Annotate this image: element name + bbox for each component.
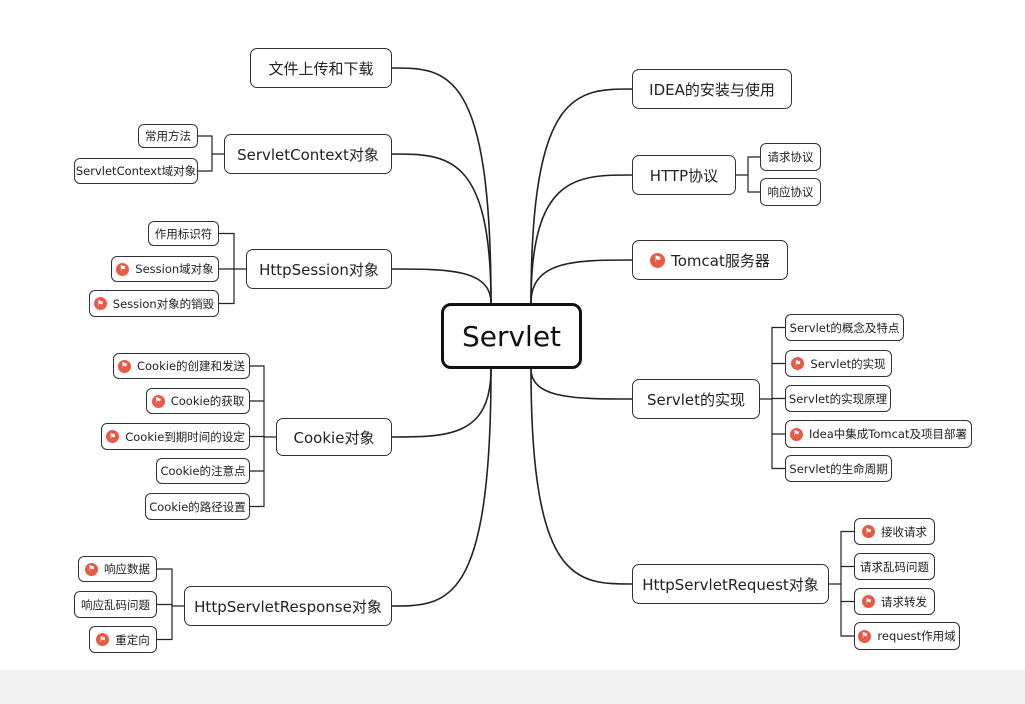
leaf-session-label: Session对象的销毁 [112, 296, 215, 311]
leaf-servlet-label: Servlet的生命周期 [789, 461, 888, 476]
flag-icon: ⚑ [650, 252, 666, 268]
leaf-node[interactable]: ⚑ 响应数据 [78, 556, 157, 582]
leaf-servlet[interactable]: Servlet的生命周期 [785, 455, 892, 482]
branch-httpservletresponse-label: HttpServletResponse对象 [194, 597, 382, 616]
leaf-node[interactable]: 常用方法 [138, 124, 198, 148]
flag-icon: ⚑ [862, 595, 875, 608]
leaf-servlet[interactable]: Servlet的概念及特点 [785, 314, 904, 341]
leaf-servletcontext-label: ServletContext域对象 [75, 164, 197, 178]
leaf-idea-tomcat-label: Idea中集成Tomcat及项目部署 [808, 427, 967, 441]
flag-icon: ⚑ [151, 394, 165, 408]
branch-http-label: HTTP协议 [649, 166, 719, 185]
leaf-node-label: 请求转发 [881, 594, 927, 609]
leaf-servlet[interactable]: Servlet的实现原理 [785, 385, 891, 412]
leaf-servlet-label: Servlet的实现 [810, 356, 886, 371]
leaf-node[interactable]: ⚑ 重定向 [89, 626, 157, 653]
branch-connector-left-4 [391, 368, 492, 607]
flag-icon: ⚑ [116, 262, 130, 276]
flag-icon: ⚑ [117, 359, 131, 373]
branch-connector-right-3 [530, 368, 633, 400]
leaf-idea-tomcat[interactable]: ⚑ Idea中集成Tomcat及项目部署 [785, 420, 972, 448]
leaf-node[interactable]: 响应协议 [760, 178, 821, 206]
leaf-session[interactable]: ⚑ Session对象的销毁 [89, 290, 219, 317]
bottom-band [0, 670, 1025, 704]
leaf-node-label: 接收请求 [881, 524, 927, 539]
branch-servlet-label: Servlet的实现 [646, 390, 746, 409]
leaf-servlet-label: Servlet的概念及特点 [789, 320, 900, 335]
branch-httpsession[interactable]: HttpSession对象 [246, 249, 392, 289]
branch-node[interactable]: 文件上传和下载 [250, 48, 392, 88]
leaf-node-label: 请求乱码问题 [860, 559, 929, 574]
branch-servlet[interactable]: Servlet的实现 [632, 379, 760, 419]
leaf-node-label: 请求协议 [767, 150, 814, 164]
branch-connector-left-0 [391, 67, 492, 304]
leaf-node[interactable]: 请求乱码问题 [854, 553, 935, 580]
leaf-cookie[interactable]: ⚑ Cookie到期时间的设定 [101, 423, 250, 450]
leaf-servlet[interactable]: ⚑ Servlet的实现 [785, 350, 892, 377]
branch-httpservletresponse[interactable]: HttpServletResponse对象 [184, 586, 392, 626]
branch-connector-right-0 [530, 88, 633, 304]
branch-tomcat[interactable]: ⚑ Tomcat服务器 [632, 240, 788, 280]
branch-httpservletrequest[interactable]: HttpServletRequest对象 [632, 564, 829, 604]
flag-icon: ⚑ [862, 525, 875, 538]
flag-icon: ⚑ [85, 562, 98, 576]
branch-connector-right-4 [530, 368, 633, 585]
leaf-request[interactable]: ⚑ request作用域 [854, 622, 960, 650]
leaf-session-label: Session域对象 [135, 262, 214, 276]
leaf-node-label: 响应乱码问题 [81, 597, 150, 612]
flag-icon: ⚑ [93, 297, 107, 310]
leaf-cookie[interactable]: Cookie的注意点 [156, 458, 250, 484]
branch-connector-right-2 [530, 259, 633, 304]
branch-idea[interactable]: IDEA的安装与使用 [632, 69, 792, 109]
leaf-node-label: 响应协议 [767, 185, 814, 199]
branch-cookie-label: Cookie对象 [293, 428, 375, 447]
leaf-cookie-label: Cookie的创建和发送 [136, 359, 246, 373]
branch-httpsession-label: HttpSession对象 [259, 260, 379, 279]
leaf-cookie[interactable]: Cookie的路径设置 [145, 493, 250, 520]
branch-idea-label: IDEA的安装与使用 [649, 80, 775, 99]
leaf-node-label: 重定向 [115, 632, 150, 647]
leaf-cookie-label: Cookie的获取 [170, 394, 245, 408]
leaf-node-label: 响应数据 [104, 562, 150, 576]
branch-httpservletrequest-label: HttpServletRequest对象 [642, 575, 819, 594]
leaf-cookie-label: Cookie的注意点 [160, 464, 246, 478]
leaf-node[interactable]: 作用标识符 [148, 221, 219, 246]
leaf-node[interactable]: 请求协议 [760, 143, 821, 171]
leaf-cookie[interactable]: ⚑ Cookie的获取 [146, 388, 250, 414]
branch-servletcontext-label: ServletContext对象 [237, 145, 379, 164]
branch-servletcontext[interactable]: ServletContext对象 [224, 134, 392, 174]
leaf-cookie[interactable]: ⚑ Cookie的创建和发送 [113, 353, 250, 379]
branch-node-label: 文件上传和下载 [268, 59, 374, 78]
leaf-node-label: 作用标识符 [154, 226, 213, 241]
leaf-node[interactable]: ⚑ 请求转发 [854, 588, 935, 615]
flag-icon: ⚑ [106, 430, 120, 443]
flag-icon: ⚑ [96, 633, 110, 646]
branch-connector-right-1 [530, 174, 633, 304]
leaf-servletcontext[interactable]: ServletContext域对象 [74, 158, 198, 184]
leaf-node[interactable]: ⚑ 接收请求 [854, 518, 935, 545]
branch-cookie[interactable]: Cookie对象 [276, 418, 392, 456]
branch-http[interactable]: HTTP协议 [632, 155, 736, 195]
flag-icon: ⚑ [858, 629, 872, 643]
leaf-cookie-label: Cookie到期时间的设定 [125, 429, 245, 444]
leaf-node-label: 常用方法 [145, 129, 191, 143]
leaf-cookie-label: Cookie的路径设置 [149, 499, 246, 514]
branch-connector-left-3 [391, 368, 492, 438]
leaf-node[interactable]: 响应乱码问题 [74, 591, 157, 618]
branch-connector-left-2 [391, 268, 492, 304]
flag-icon: ⚑ [789, 427, 803, 441]
leaf-request-label: request作用域 [877, 629, 956, 643]
root-node[interactable]: Servlet [441, 303, 582, 369]
flag-icon: ⚑ [791, 357, 805, 370]
leaf-servlet-label: Servlet的实现原理 [788, 391, 888, 406]
branch-connector-left-1 [391, 153, 492, 304]
leaf-session[interactable]: ⚑ Session域对象 [111, 256, 219, 282]
branch-tomcat-label: Tomcat服务器 [671, 251, 770, 270]
